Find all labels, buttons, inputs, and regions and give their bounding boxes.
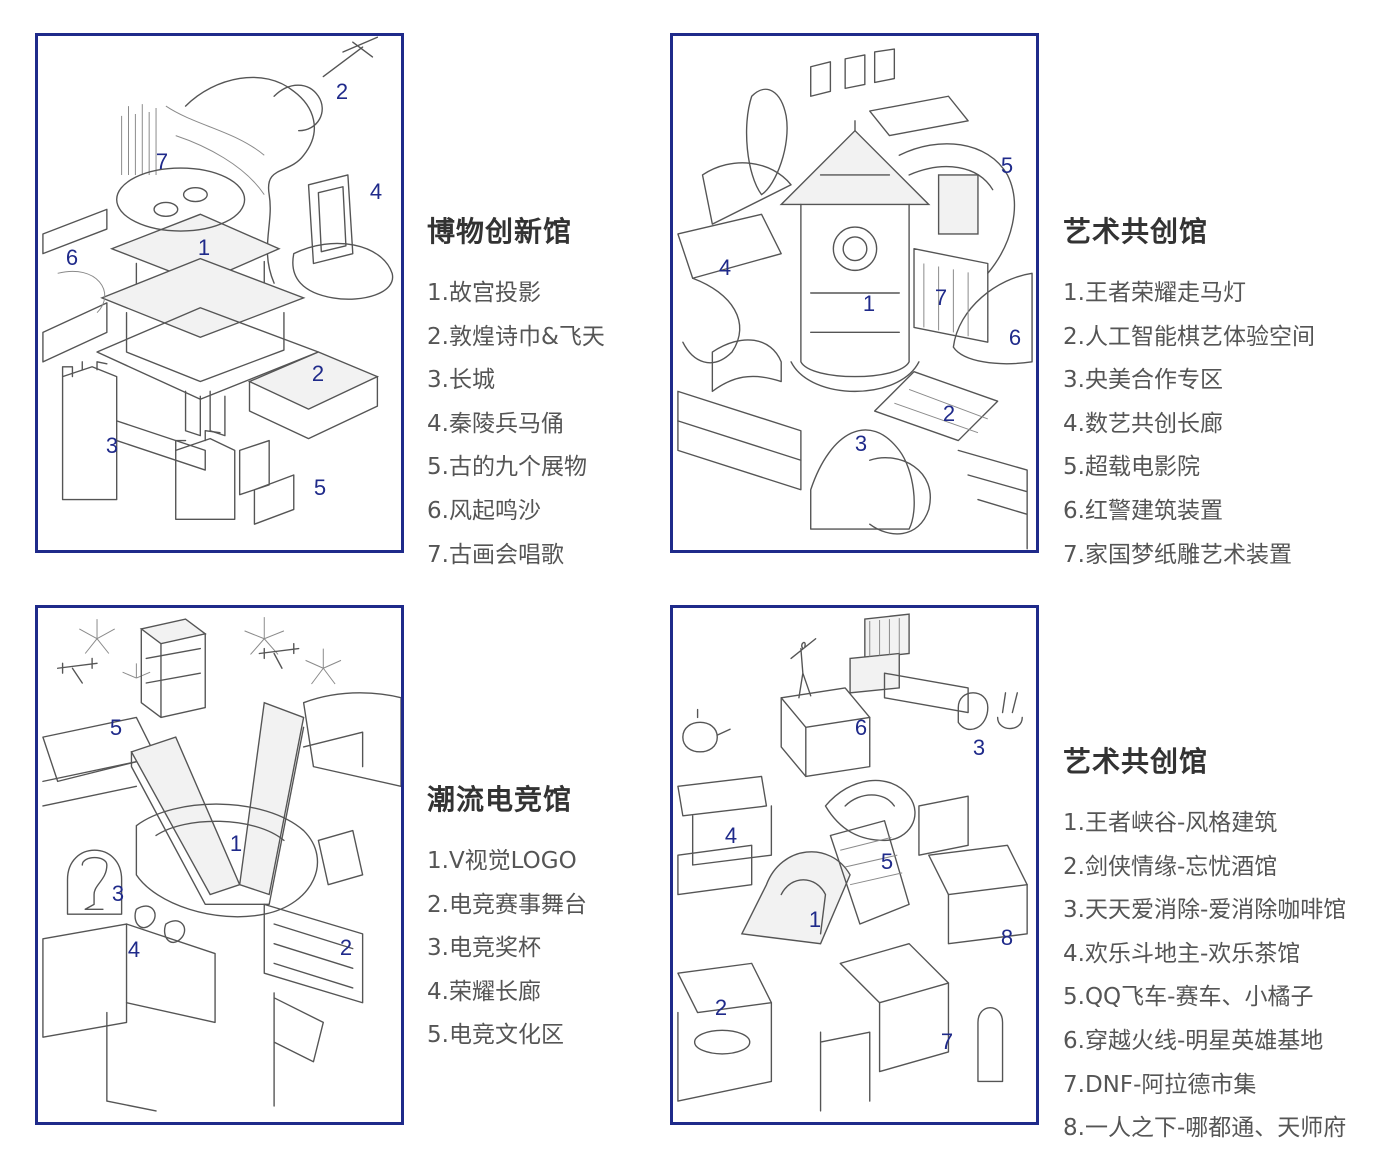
legend-item: 5.电竞文化区 <box>427 1022 564 1049</box>
legend-item: 3.天天爱消除-爱消除咖啡馆 <box>1063 897 1347 924</box>
legend-title: 艺术共创馆 <box>1063 745 1209 778</box>
legend-item: 2.剑侠情缘-忘忧酒馆 <box>1063 853 1278 880</box>
marker-6: 6 <box>65 245 79 270</box>
museum-sketch-illustration <box>42 36 394 525</box>
marker-2: 2 <box>339 935 353 960</box>
legend-item: 4.秦陵兵马俑 <box>427 410 564 437</box>
legend-title: 潮流电竞馆 <box>427 783 573 816</box>
marker-3: 3 <box>111 881 125 906</box>
marker-5: 5 <box>109 715 123 740</box>
legend-item: 3.央美合作专区 <box>1063 367 1223 394</box>
marker-4: 4 <box>369 179 383 204</box>
legend-item: 2.人工智能棋艺体验空间 <box>1063 323 1315 350</box>
legend-item: 5.QQ飞车-赛车、小橘子 <box>1063 984 1314 1011</box>
marker-5: 5 <box>1000 153 1014 178</box>
legend-list: 1.V视觉LOGO 2.电竞赛事舞台 3.电竞奖杯 4.荣耀长廊 5.电竞文化区 <box>427 840 587 1058</box>
marker-2: 2 <box>942 401 956 426</box>
legend-item: 6.风起鸣沙 <box>427 497 541 524</box>
sketch-panel-museum: 1 2 2 3 4 5 6 7 <box>35 33 404 553</box>
art-cocreation-sketch-illustration <box>677 48 1033 550</box>
legend-item: 3.电竞奖杯 <box>427 935 541 962</box>
marker-3: 3 <box>105 433 119 458</box>
legend-item: 4.欢乐斗地主-欢乐茶馆 <box>1063 940 1301 967</box>
marker-3: 3 <box>972 735 986 760</box>
legend-item: 2.电竞赛事舞台 <box>427 891 587 918</box>
legend-item: 3.长城 <box>427 367 495 394</box>
marker-2: 2 <box>311 361 325 386</box>
legend-item: 1.王者峡谷-风格建筑 <box>1063 810 1278 836</box>
sketch-panel-art-cocreation: 1 2 3 4 5 6 7 <box>670 33 1039 553</box>
marker-1: 1 <box>197 235 211 260</box>
marker-4: 4 <box>718 255 732 280</box>
marker-4: 4 <box>127 937 141 962</box>
legend-title: 博物创新馆 <box>427 215 573 248</box>
legend-list: 1.王者荣耀走马灯 2.人工智能棋艺体验空间 3.央美合作专区 4.数艺共创长廊… <box>1063 272 1315 577</box>
marker-7: 7 <box>934 285 948 310</box>
legend-item: 4.荣耀长廊 <box>427 978 541 1005</box>
marker-3: 3 <box>854 431 868 456</box>
legend-list: 1.王者峡谷-风格建筑 2.剑侠情缘-忘忧酒馆 3.天天爱消除-爱消除咖啡馆 4… <box>1063 802 1346 1151</box>
marker-1: 1 <box>862 291 876 316</box>
legend-item: 5.古的九个展物 <box>427 454 587 481</box>
sketch-panel-esports: 1 2 3 4 5 <box>35 605 404 1125</box>
legend-item: 7.DNF-阿拉德市集 <box>1063 1071 1257 1098</box>
legend-item: 1.王者荣耀走马灯 <box>1063 280 1246 306</box>
marker-2: 2 <box>335 79 349 104</box>
marker-4: 4 <box>724 823 738 848</box>
marker-6: 6 <box>854 715 868 740</box>
legend-esports: 潮流电竞馆 1.V视觉LOGO 2.电竞赛事舞台 3.电竞奖杯 4.荣耀长廊 5… <box>427 778 587 1058</box>
marker-8: 8 <box>1000 925 1014 950</box>
marker-5: 5 <box>313 475 327 500</box>
marker-7: 7 <box>940 1029 954 1054</box>
legend-title: 艺术共创馆 <box>1063 215 1209 248</box>
legend-item: 7.家国梦纸雕艺术装置 <box>1063 541 1292 568</box>
marker-2: 2 <box>714 995 728 1020</box>
marker-1: 1 <box>229 831 243 856</box>
marker-6: 6 <box>1008 325 1022 350</box>
esports-sketch-illustration <box>42 617 401 1112</box>
legend-art-cocreation: 艺术共创馆 1.王者荣耀走马灯 2.人工智能棋艺体验空间 3.央美合作专区 4.… <box>1063 210 1315 577</box>
legend-item: 7.古画会唱歌 <box>427 541 564 568</box>
legend-item: 6.红警建筑装置 <box>1063 497 1223 524</box>
legend-item: 1.故宫投影 <box>427 280 541 306</box>
legend-game-street: 艺术共创馆 1.王者峡谷-风格建筑 2.剑侠情缘-忘忧酒馆 3.天天爱消除-爱消… <box>1063 740 1346 1151</box>
sketch-panel-game-street: 1 2 3 4 5 6 7 8 <box>670 605 1039 1125</box>
legend-museum: 博物创新馆 1.故宫投影 2.敦煌诗巾&飞天 3.长城 4.秦陵兵马俑 5.古的… <box>427 210 605 577</box>
marker-7: 7 <box>155 149 169 174</box>
legend-item: 8.一人之下-哪都通、天师府 <box>1063 1115 1347 1142</box>
game-street-sketch-illustration <box>677 613 1028 1112</box>
marker-1: 1 <box>808 907 822 932</box>
legend-item: 1.V视觉LOGO <box>427 848 577 874</box>
legend-item: 5.超载电影院 <box>1063 454 1200 481</box>
legend-item: 4.数艺共创长廊 <box>1063 410 1223 437</box>
marker-5: 5 <box>880 849 894 874</box>
legend-list: 1.故宫投影 2.敦煌诗巾&飞天 3.长城 4.秦陵兵马俑 5.古的九个展物 6… <box>427 272 605 577</box>
legend-item: 6.穿越火线-明星英雄基地 <box>1063 1027 1324 1054</box>
legend-item: 2.敦煌诗巾&飞天 <box>427 323 605 350</box>
